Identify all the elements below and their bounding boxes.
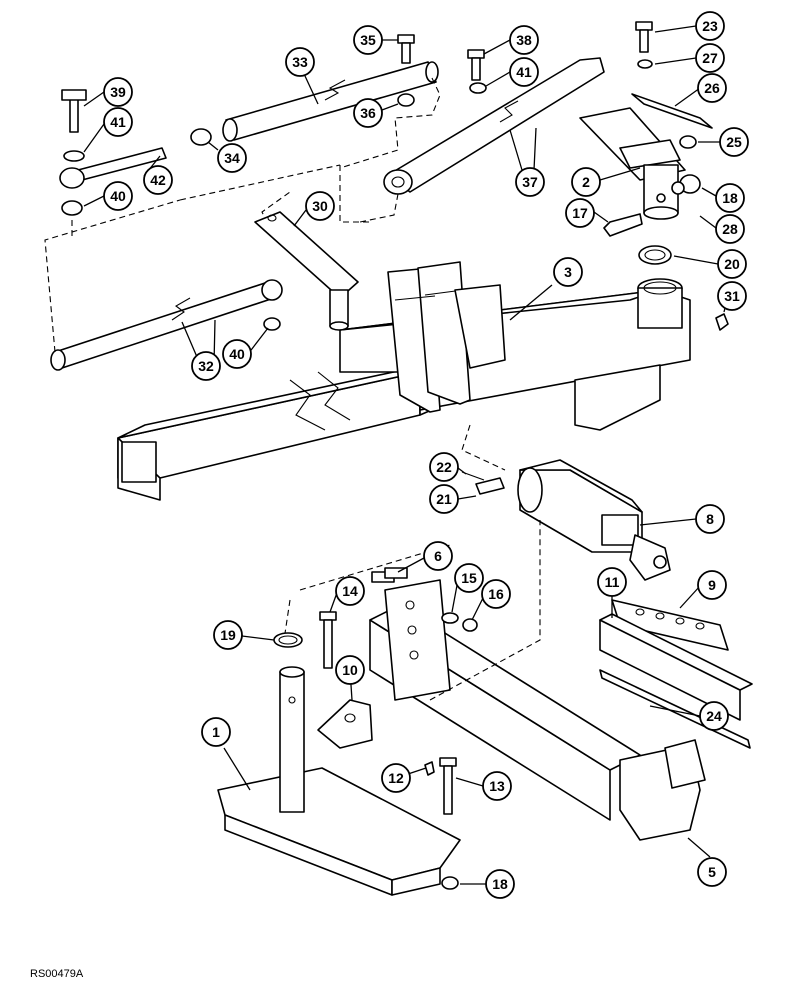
svg-text:23: 23 [702, 18, 718, 34]
callout-42: 42 [143, 165, 173, 195]
top-hardware [190, 34, 487, 146]
callout-41-right: 41 [509, 57, 539, 87]
svg-text:15: 15 [461, 570, 477, 586]
main-frame-beam [117, 261, 691, 501]
callout-18-bottom: 18 [485, 869, 515, 899]
hydraulic-cylinder [461, 424, 671, 581]
svg-text:42: 42 [150, 172, 166, 188]
callout-34: 34 [217, 143, 247, 173]
callout-3: 3 [553, 257, 583, 287]
callout-35: 35 [353, 25, 383, 55]
lower-link-bar [359, 57, 605, 223]
callout-6: 6 [423, 541, 453, 571]
svg-text:14: 14 [342, 583, 358, 599]
svg-text:17: 17 [572, 205, 588, 221]
svg-text:32: 32 [198, 358, 214, 374]
pivot-post-base [217, 632, 461, 896]
svg-text:22: 22 [436, 459, 452, 475]
callout-1: 1 [201, 717, 231, 747]
svg-text:5: 5 [708, 864, 716, 880]
callout-18-top: 18 [715, 183, 745, 213]
callout-26: 26 [697, 73, 727, 103]
svg-text:10: 10 [342, 662, 358, 678]
svg-text:21: 21 [436, 491, 452, 507]
tie-rod-upper [222, 61, 441, 169]
callout-16: 16 [481, 579, 511, 609]
svg-text:25: 25 [726, 134, 742, 150]
callout-17: 17 [565, 198, 595, 228]
callout-2: 2 [571, 167, 601, 197]
svg-text:2: 2 [582, 174, 590, 190]
svg-text:19: 19 [220, 627, 236, 643]
svg-text:9: 9 [708, 577, 716, 593]
pivot-bracket [579, 21, 729, 331]
callout-23: 23 [695, 11, 725, 41]
svg-text:12: 12 [388, 770, 404, 786]
svg-text:6: 6 [434, 548, 442, 564]
callout-33: 33 [285, 47, 315, 77]
svg-text:40: 40 [110, 188, 126, 204]
svg-text:20: 20 [724, 256, 740, 272]
callout-14: 14 [335, 576, 365, 606]
callout-28: 28 [715, 214, 745, 244]
svg-text:40: 40 [229, 346, 245, 362]
callout-13: 13 [482, 771, 512, 801]
callout-19: 19 [213, 620, 243, 650]
svg-text:39: 39 [110, 84, 126, 100]
svg-text:35: 35 [360, 32, 376, 48]
callout-21: 21 [429, 484, 459, 514]
svg-text:16: 16 [488, 586, 504, 602]
callout-30: 30 [305, 191, 335, 221]
callout-41-left: 41 [103, 107, 133, 137]
callout-27: 27 [695, 43, 725, 73]
svg-text:26: 26 [704, 80, 720, 96]
svg-text:33: 33 [292, 54, 308, 70]
svg-text:41: 41 [110, 114, 126, 130]
callout-15: 15 [454, 563, 484, 593]
callout-39: 39 [103, 77, 133, 107]
callout-11: 11 [597, 567, 627, 597]
callout-9: 9 [697, 570, 727, 600]
callout-36: 36 [353, 98, 383, 128]
callout-25: 25 [719, 127, 749, 157]
callout-12: 12 [381, 763, 411, 793]
svg-text:31: 31 [724, 288, 740, 304]
svg-text:11: 11 [605, 574, 620, 590]
rod-end-assembly [59, 89, 372, 236]
callout-24: 24 [699, 701, 729, 731]
svg-text:13: 13 [489, 778, 505, 794]
svg-text:8: 8 [706, 511, 714, 527]
tie-rod-lower [44, 191, 291, 371]
callout-5: 5 [697, 857, 727, 887]
svg-text:18: 18 [492, 876, 508, 892]
steering-arm [254, 211, 359, 331]
svg-text:38: 38 [516, 32, 532, 48]
svg-text:1: 1 [212, 724, 220, 740]
axle-assembly [283, 520, 706, 841]
svg-text:36: 36 [360, 105, 376, 121]
callout-22: 22 [429, 452, 459, 482]
svg-text:28: 28 [722, 221, 738, 237]
svg-text:34: 34 [224, 150, 240, 166]
svg-text:30: 30 [312, 198, 328, 214]
callout-38: 38 [509, 25, 539, 55]
callout-40-bottom: 40 [222, 339, 252, 369]
svg-text:41: 41 [516, 64, 532, 80]
callout-8: 8 [695, 504, 725, 534]
callout-31: 31 [717, 281, 747, 311]
callout-32: 32 [191, 351, 221, 381]
figure-reference-code: RS00479A [30, 968, 84, 980]
svg-text:24: 24 [706, 708, 722, 724]
svg-text:37: 37 [522, 174, 538, 190]
svg-text:3: 3 [564, 264, 572, 280]
svg-text:18: 18 [722, 190, 738, 206]
adjustment-plates [599, 599, 753, 749]
callout-10: 10 [335, 655, 365, 685]
callout-40-top: 40 [103, 181, 133, 211]
callout-37: 37 [515, 167, 545, 197]
callout-20: 20 [717, 249, 747, 279]
callouts: 1 2 3 5 6 8 9 10 11 12 13 14 15 16 17 18… [83, 11, 749, 899]
svg-text:27: 27 [702, 50, 718, 66]
